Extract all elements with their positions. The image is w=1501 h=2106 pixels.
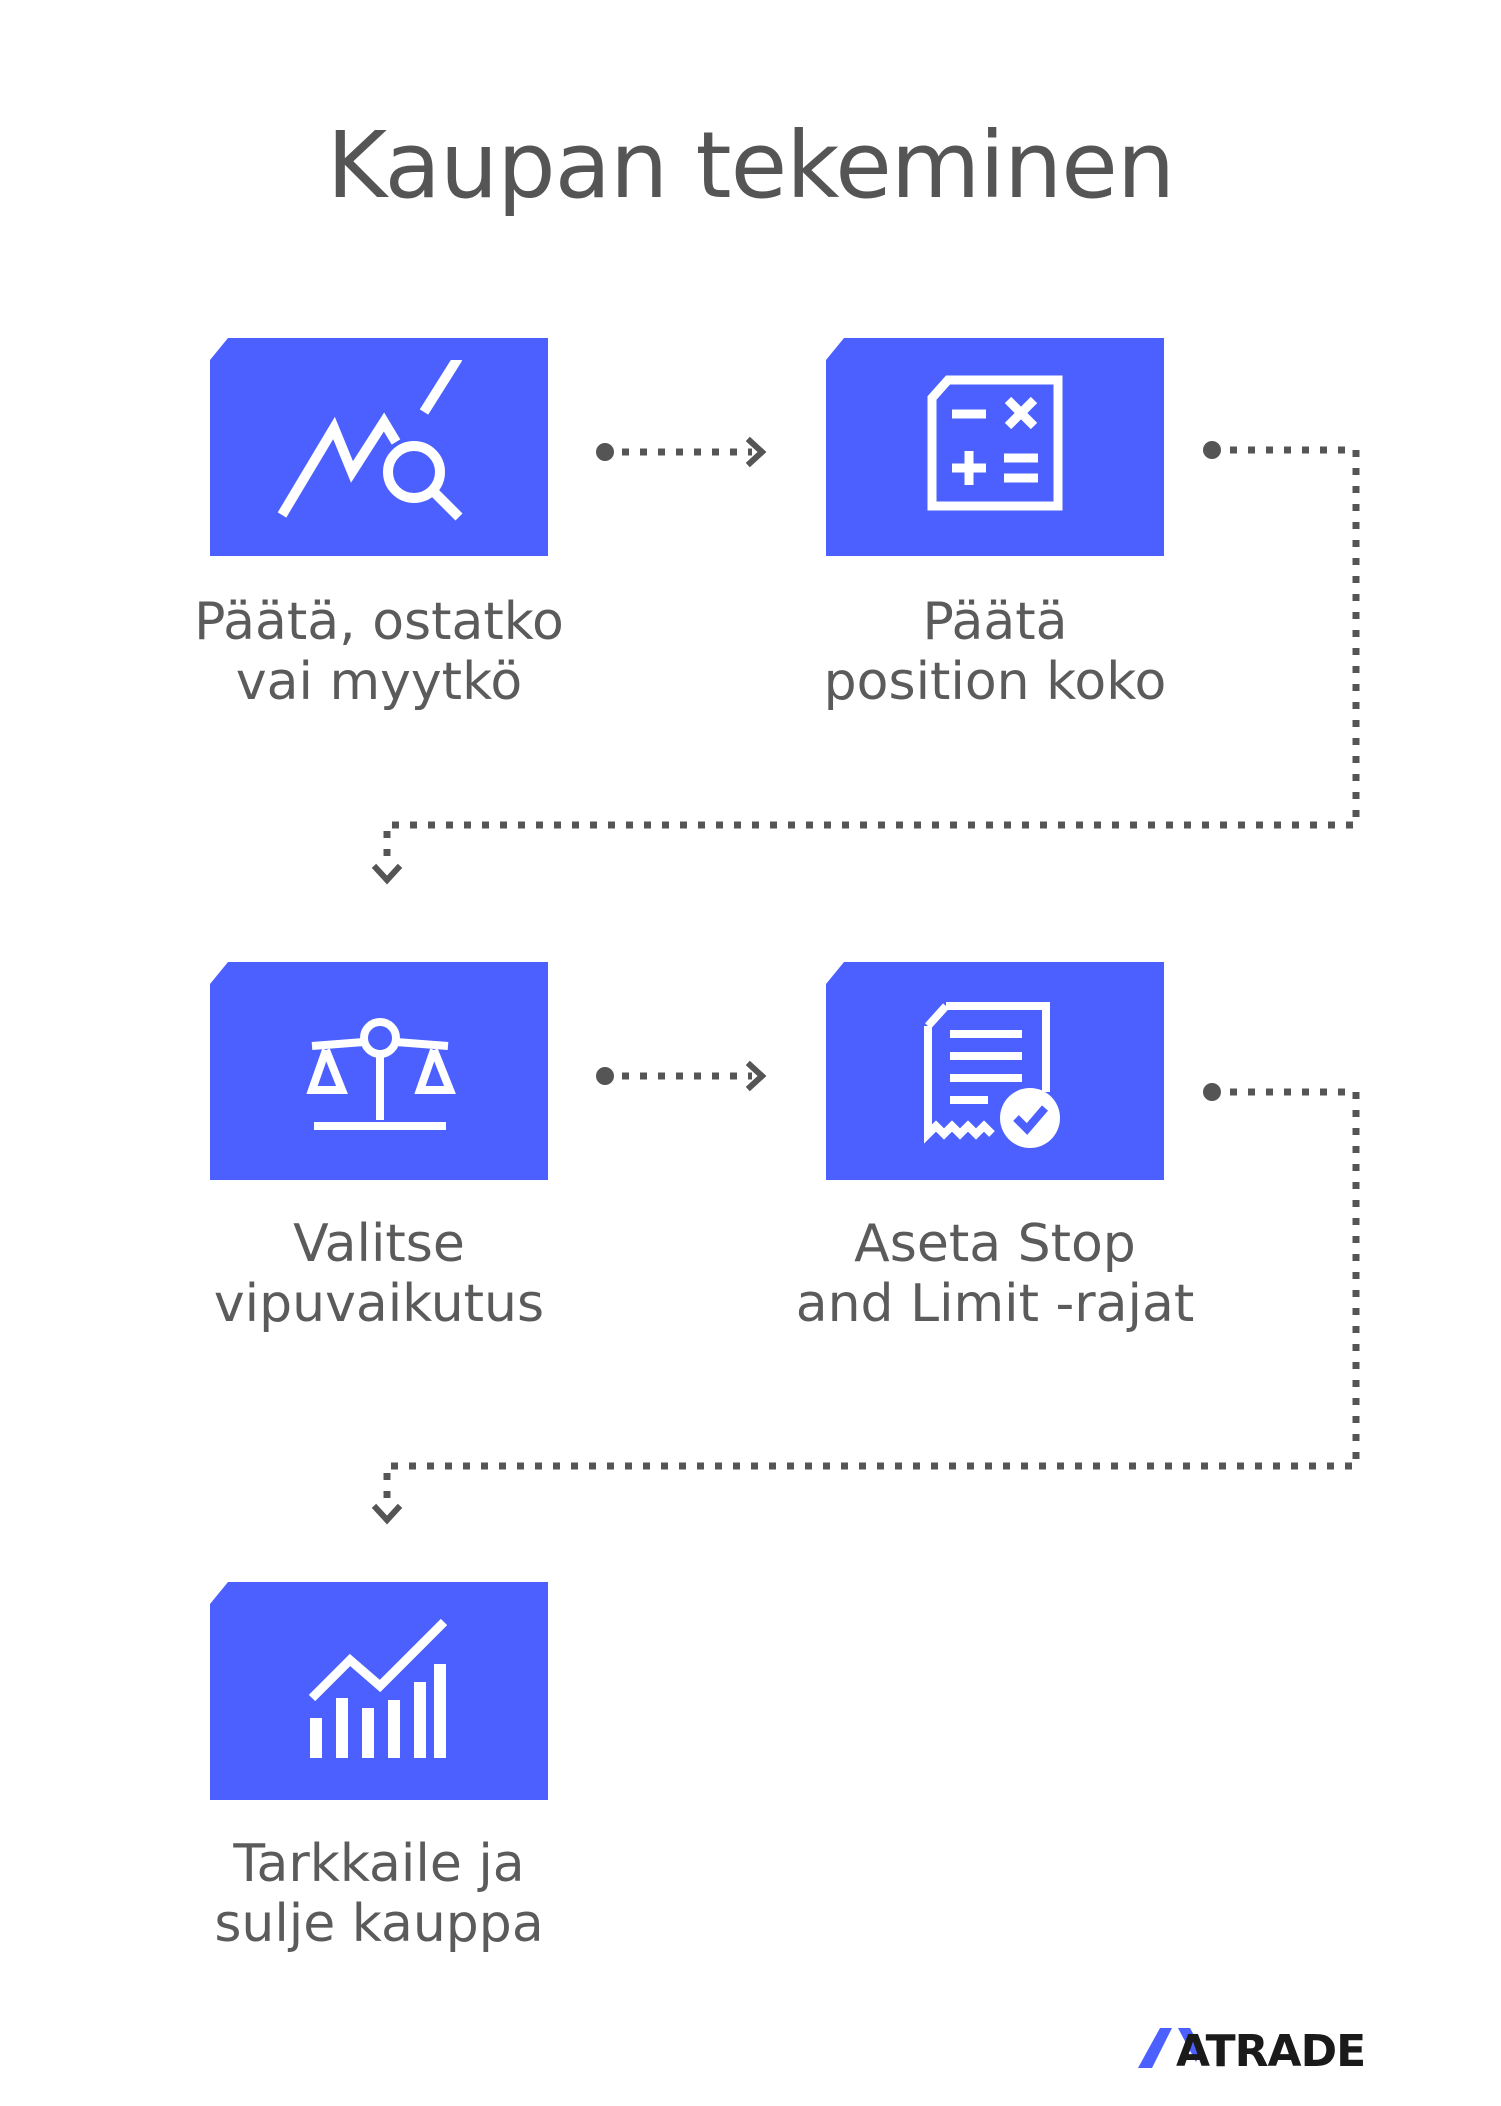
connector-start-dot: [1203, 441, 1221, 459]
avatrade-logo: ATRADE: [1138, 2026, 1366, 2070]
arrowhead-right: [745, 436, 767, 468]
connector-start-dot: [596, 1067, 614, 1085]
arrowhead-down: [371, 1503, 403, 1525]
connector-start-dot: [596, 443, 614, 461]
arrowhead-down: [371, 863, 403, 885]
step-5-card: [210, 1582, 548, 1800]
chart-search-icon: [277, 360, 463, 521]
connector-start-dot: [1203, 1083, 1221, 1101]
step-2-card: [826, 338, 1164, 556]
page-title: Kaupan tekeminen: [326, 112, 1175, 219]
certificate-check-icon: [924, 1002, 1060, 1148]
growth-bars-icon: [308, 1618, 448, 1758]
logo-text: ATRADE: [1176, 2026, 1365, 2070]
step-4-card: [826, 962, 1164, 1180]
step-3-card: [210, 962, 548, 1180]
calculator-icon: [927, 375, 1063, 511]
scales-icon: [306, 1018, 456, 1130]
step-1-card: [210, 338, 548, 556]
arrowhead-right: [745, 1060, 767, 1092]
